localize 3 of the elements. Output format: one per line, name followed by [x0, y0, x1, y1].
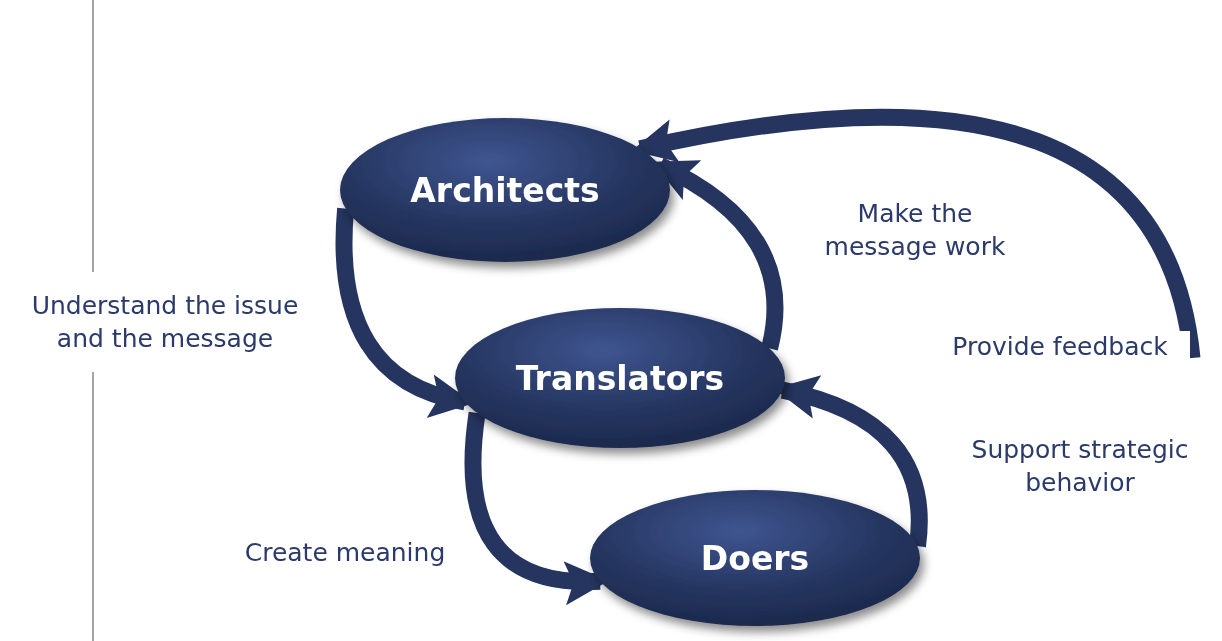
- node-label: Translators: [515, 358, 725, 398]
- node-label: Doers: [700, 538, 810, 578]
- node-label: Architects: [410, 170, 600, 210]
